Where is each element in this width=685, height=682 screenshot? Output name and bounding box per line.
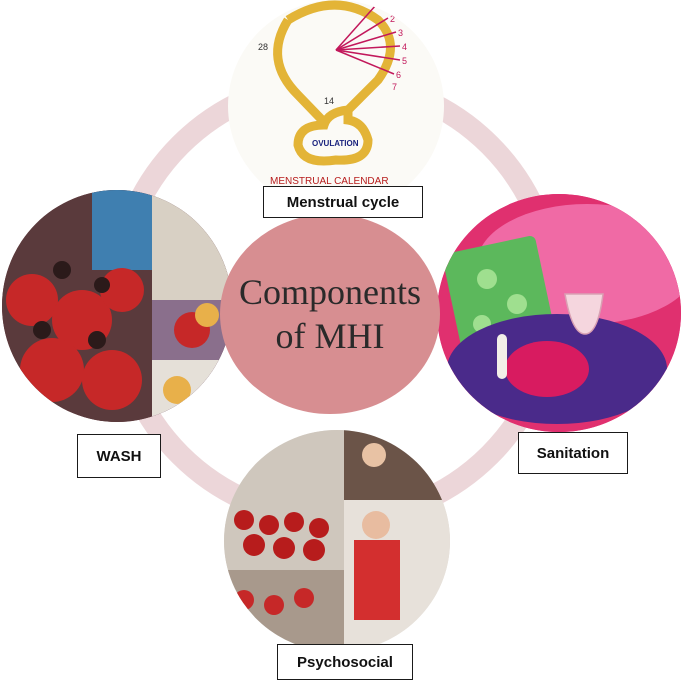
sanitation-products-photo — [437, 194, 681, 432]
menstrual-calendar-photo: 1 2 3 4 5 6 7 14 28 OVULATION MENSTRUAL … — [228, 0, 444, 212]
calendar-number: 6 — [396, 70, 401, 80]
psychosocial-sessions-photo — [224, 430, 450, 652]
wash-label: WASH — [77, 434, 161, 478]
calendar-number: 5 — [402, 56, 407, 66]
center-title-line2: of MHI — [275, 316, 385, 356]
psychosocial-label: Psychosocial — [277, 644, 413, 680]
center-circle: Components of MHI — [220, 214, 440, 414]
calendar-number: 7 — [392, 82, 397, 92]
calendar-caption: MENSTRUAL CALENDAR — [270, 176, 389, 187]
menstrual-cycle-label: Menstrual cycle — [263, 186, 423, 218]
sanitation-label: Sanitation — [518, 432, 628, 474]
calendar-number: 14 — [324, 96, 334, 106]
calendar-number: 28 — [258, 42, 268, 52]
calendar-number: 4 — [402, 42, 407, 52]
calendar-number: 1 — [378, 0, 383, 10]
calendar-number: 3 — [398, 28, 403, 38]
center-title-line1: Components — [238, 272, 421, 312]
ovulation-label: OVULATION — [312, 139, 359, 148]
wash-group-photo — [2, 190, 232, 422]
calendar-number: 2 — [390, 14, 395, 24]
